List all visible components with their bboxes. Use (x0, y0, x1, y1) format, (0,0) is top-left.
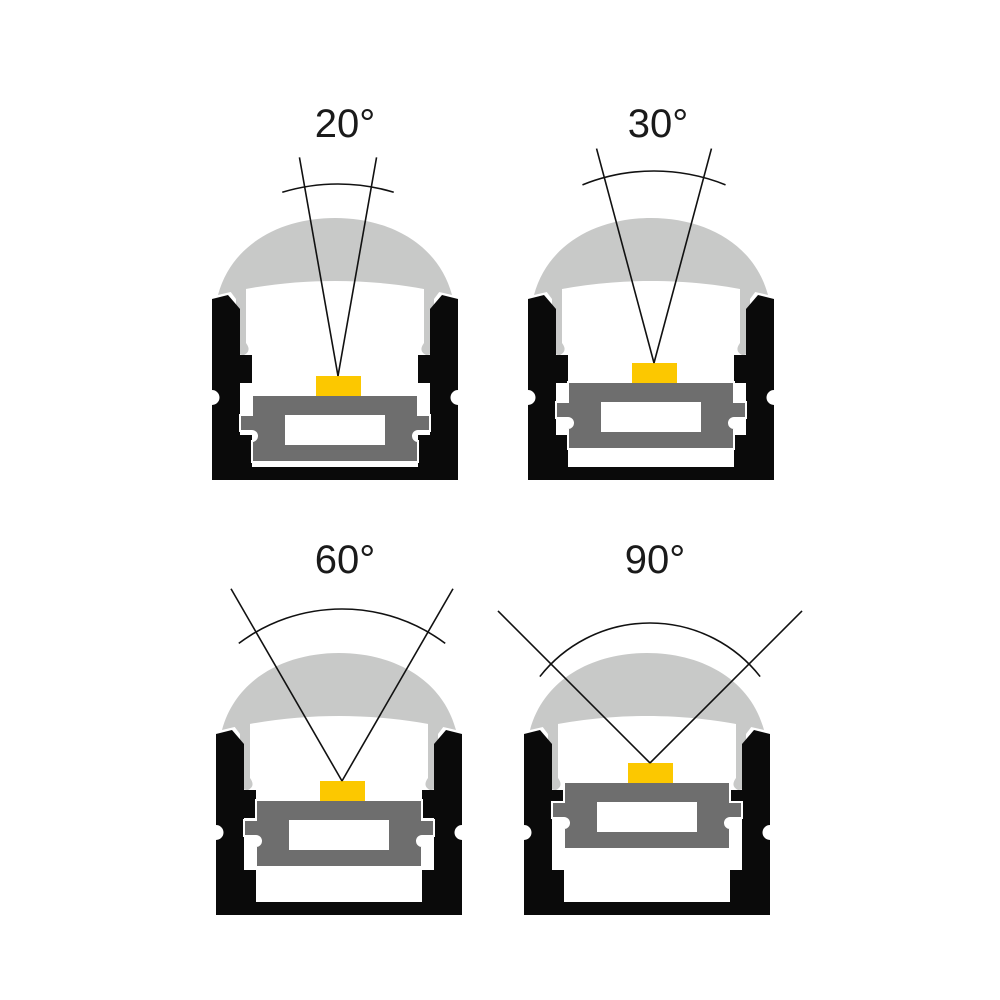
base-slot (601, 402, 701, 432)
led-chip (628, 763, 673, 783)
beam-angle-label: 60° (315, 538, 376, 582)
beam-angle-label: 90° (625, 538, 686, 582)
profile-diagram-60: 60° (216, 538, 462, 915)
profile-diagram-90: 90° (497, 538, 803, 915)
beam-edge-line (497, 610, 651, 764)
beam-angle-label: 30° (628, 102, 689, 146)
beam-angle-arc (282, 183, 394, 194)
led-mount (239, 376, 431, 463)
led-chip (320, 781, 365, 801)
led-mount (243, 781, 435, 868)
base-slot (597, 802, 697, 832)
led-mount (555, 363, 747, 450)
led-chip (316, 376, 361, 396)
profile-diagram-30: 30° (528, 102, 774, 480)
diffuser-cover (222, 653, 456, 790)
profile-diagram-20: 20° (212, 102, 458, 480)
beam-angle-arc (539, 622, 761, 678)
beam-edge-line (298, 157, 339, 377)
beam-edge-line (595, 148, 655, 364)
beam-edge-line (341, 588, 454, 782)
beam-edge-line (653, 148, 713, 364)
beam-angle-label: 20° (315, 102, 376, 146)
beam-edge-line (230, 588, 343, 782)
beam-angle-arc (238, 608, 446, 645)
beam-angle-arc (582, 170, 726, 186)
diffuser-cover (534, 218, 768, 355)
beam-edge-line (337, 157, 378, 377)
base-slot (289, 820, 389, 850)
base-slot (285, 415, 385, 445)
beam-edge-line (649, 610, 803, 764)
led-mount (551, 763, 743, 850)
diffuser-cover (218, 218, 452, 355)
led-chip (632, 363, 677, 383)
